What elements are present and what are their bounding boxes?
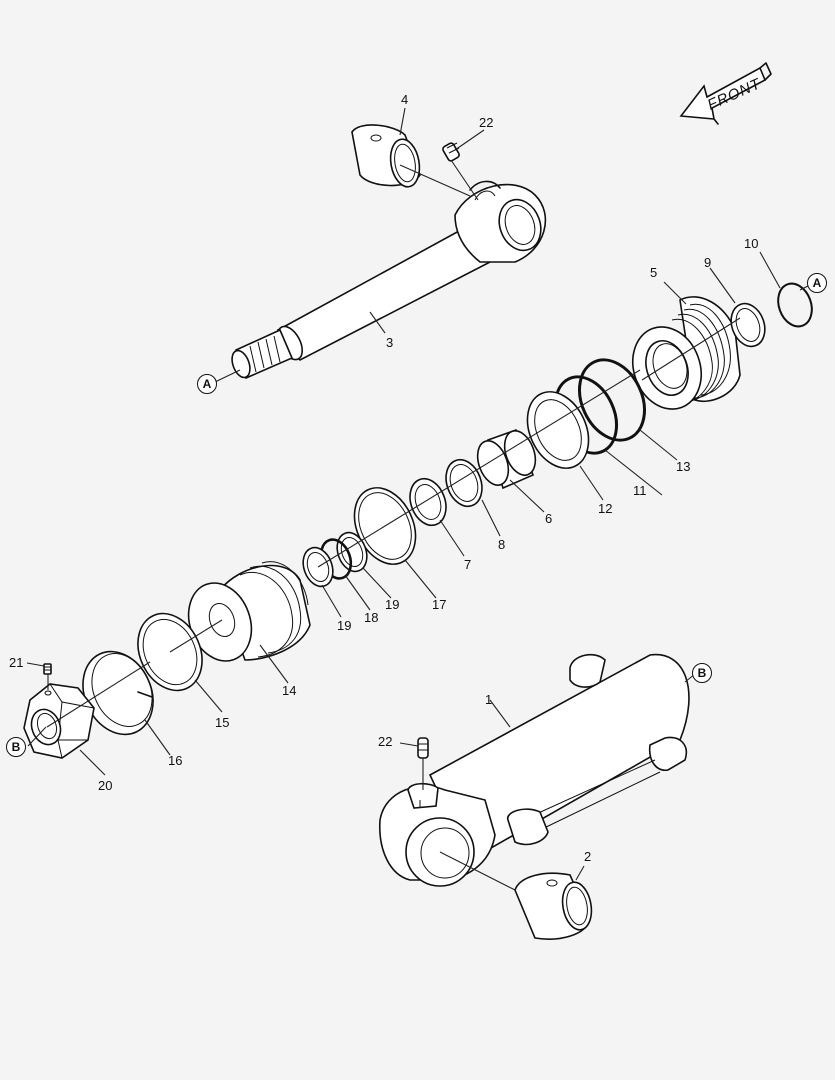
bushing-6-part <box>476 428 537 490</box>
reference-marker-a-gland: A <box>807 273 827 293</box>
set-screw-part <box>43 663 52 675</box>
callout-3: 3 <box>386 335 394 350</box>
reference-marker-b-nut: B <box>6 737 26 757</box>
callout-19-upper: 19 <box>385 597 400 612</box>
callout-10: 10 <box>744 236 759 251</box>
front-arrow-icon <box>679 62 772 125</box>
callout-4: 4 <box>401 92 409 107</box>
grease-fitting-rod-part <box>442 142 460 162</box>
gland-part <box>632 296 741 410</box>
grease-fitting-tube-part <box>417 737 429 759</box>
piston-part <box>187 561 311 662</box>
bushing-4-part <box>351 124 421 188</box>
callout-8: 8 <box>498 537 506 552</box>
callout-16: 16 <box>168 753 183 768</box>
cylinder-tube-part <box>379 653 690 887</box>
ring-8-part <box>445 458 483 508</box>
callout-21: 21 <box>9 655 24 670</box>
bushing-2-part <box>514 872 593 940</box>
callout-12: 12 <box>598 501 613 516</box>
callout-22-tube: 22 <box>378 734 393 749</box>
callout-19-lower: 19 <box>337 618 352 633</box>
callout-18: 18 <box>364 610 379 625</box>
callout-6: 6 <box>545 511 553 526</box>
callout-1: 1 <box>485 692 493 707</box>
callout-20: 20 <box>98 778 113 793</box>
o-ring-13-part <box>578 358 646 442</box>
callout-11: 11 <box>633 483 647 498</box>
callout-9: 9 <box>704 255 712 270</box>
callout-22-rod: 22 <box>479 115 494 130</box>
reference-marker-a-rod: A <box>197 374 217 394</box>
reference-marker-b-tube: B <box>692 663 712 683</box>
callout-14: 14 <box>282 683 297 698</box>
callout-17: 17 <box>432 597 447 612</box>
snap-ring-part <box>777 282 813 328</box>
callout-7: 7 <box>464 557 472 572</box>
callout-2: 2 <box>584 849 592 864</box>
nut-part <box>23 683 95 759</box>
callout-15: 15 <box>215 715 230 730</box>
seal-7-part <box>409 477 447 527</box>
wiper-ring-part <box>730 302 766 348</box>
leader-lines <box>26 107 811 891</box>
piston-rod-part <box>231 180 547 380</box>
callout-13: 13 <box>676 459 691 474</box>
callout-5: 5 <box>650 265 658 280</box>
